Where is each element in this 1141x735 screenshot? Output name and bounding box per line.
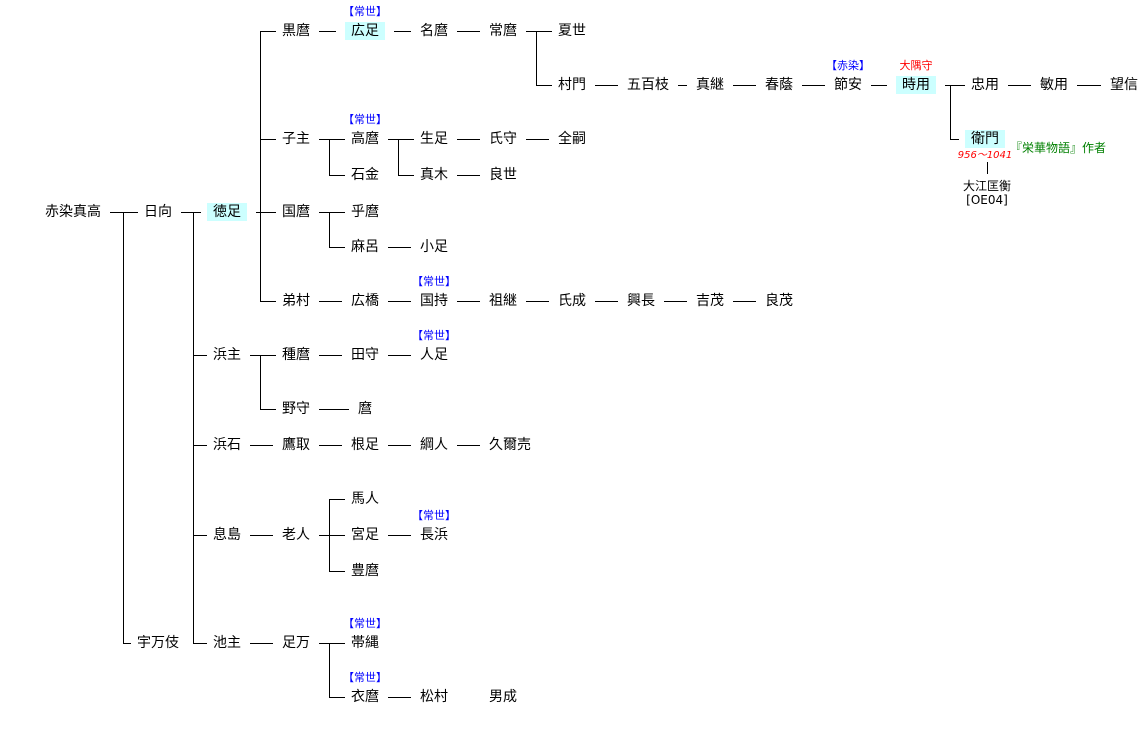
person-node[interactable]: 興長 — [627, 293, 655, 309]
person-node[interactable]: 浜主 — [213, 347, 241, 363]
husband-name[interactable]: 大江匡衡 — [962, 179, 1012, 193]
person-node[interactable]: 乎麿 — [351, 204, 379, 220]
person-node[interactable]: 常麿 — [489, 23, 517, 39]
person-node[interactable]: 松村 — [420, 689, 448, 705]
person-node[interactable]: 吉茂 — [696, 293, 724, 309]
person-node[interactable]: 小足 — [420, 239, 448, 255]
person-node[interactable]: 五百枝 — [627, 77, 669, 93]
person-node[interactable]: 衛門 — [965, 130, 1005, 148]
person-node[interactable]: 忠用 — [971, 77, 999, 93]
person-node[interactable]: 春蔭 — [765, 77, 793, 93]
person-node[interactable]: 広橋 — [351, 293, 379, 309]
person-node[interactable]: 節安 — [834, 77, 862, 93]
person-node[interactable]: 根足 — [351, 437, 379, 453]
person-node[interactable]: 氏成 — [558, 293, 586, 309]
person-node[interactable]: 敏用 — [1040, 77, 1068, 93]
person-tag: 【常世】 — [343, 617, 387, 630]
person-node[interactable]: 弟村 — [282, 293, 310, 309]
person-tag: 【常世】 — [343, 113, 387, 126]
person-node[interactable]: 宮足 — [351, 527, 379, 543]
person-node[interactable]: 夏世 — [558, 23, 586, 39]
person-node[interactable]: 田守 — [351, 347, 379, 363]
person-node[interactable]: 良世 — [489, 167, 517, 183]
person-node[interactable]: 全嗣 — [558, 131, 586, 147]
person-tag: 【常世】 — [343, 5, 387, 18]
person-node[interactable]: 野守 — [282, 401, 310, 417]
person-node[interactable]: 氏守 — [489, 131, 517, 147]
person-node[interactable]: 子主 — [282, 131, 310, 147]
person-node[interactable]: 祖継 — [489, 293, 517, 309]
person-node[interactable]: 息島 — [213, 527, 241, 543]
person-node[interactable]: 村門 — [558, 77, 586, 93]
person-node[interactable]: 浜石 — [213, 437, 241, 453]
person-node[interactable]: 徳足 — [207, 203, 247, 221]
person-node[interactable]: 赤染真高 — [45, 204, 101, 220]
person-node[interactable]: 種麿 — [282, 347, 310, 363]
person-node[interactable]: 男成 — [489, 689, 517, 705]
person-node[interactable]: 黒麿 — [282, 23, 310, 39]
person-node[interactable]: 良茂 — [765, 293, 793, 309]
person-node[interactable]: 足万 — [282, 635, 310, 651]
person-node[interactable]: 池主 — [213, 635, 241, 651]
husband-code[interactable]: [OE04] — [966, 193, 1008, 207]
person-tag: 【常世】 — [343, 671, 387, 684]
person-node[interactable]: 名麿 — [420, 23, 448, 39]
person-node[interactable]: 望信 — [1110, 77, 1138, 93]
person-node[interactable]: 綱人 — [420, 437, 448, 453]
person-node[interactable]: 国麿 — [282, 204, 310, 220]
person-tag: 【常世】 — [412, 329, 456, 342]
person-node[interactable]: 宇万伎 — [137, 635, 179, 651]
emon-work-note: 『栄華物語』作者 — [1009, 141, 1107, 155]
person-node[interactable]: 鷹取 — [282, 437, 310, 453]
person-tag: 【常世】 — [412, 509, 456, 522]
person-node[interactable]: 麿 — [358, 401, 372, 417]
person-node[interactable]: 麻呂 — [351, 239, 379, 255]
person-node[interactable]: 老人 — [282, 527, 310, 543]
person-tag: 【赤染】 — [826, 59, 870, 72]
person-node[interactable]: 真木 — [420, 167, 448, 183]
person-node[interactable]: 広足 — [345, 22, 385, 40]
person-node[interactable]: 帯縄 — [351, 635, 379, 651]
person-tag: 【常世】 — [412, 275, 456, 288]
person-node[interactable]: 石金 — [351, 167, 379, 183]
person-node[interactable]: 久爾売 — [489, 437, 531, 453]
emon-dates: 956～1041 — [957, 150, 1013, 161]
person-node[interactable]: 馬人 — [351, 491, 379, 507]
person-node[interactable]: 真継 — [696, 77, 724, 93]
person-node[interactable]: 衣麿 — [351, 689, 379, 705]
person-node[interactable]: 時用 — [896, 76, 936, 94]
person-node[interactable]: 日向 — [144, 204, 172, 220]
person-node[interactable]: 長浜 — [420, 527, 448, 543]
person-node[interactable]: 人足 — [420, 347, 448, 363]
person-node[interactable]: 高麿 — [351, 131, 379, 147]
person-tag: 大隅守 — [899, 59, 933, 72]
person-node[interactable]: 国持 — [420, 293, 448, 309]
person-node[interactable]: 豊麿 — [351, 563, 379, 579]
person-node[interactable]: 生足 — [420, 131, 448, 147]
